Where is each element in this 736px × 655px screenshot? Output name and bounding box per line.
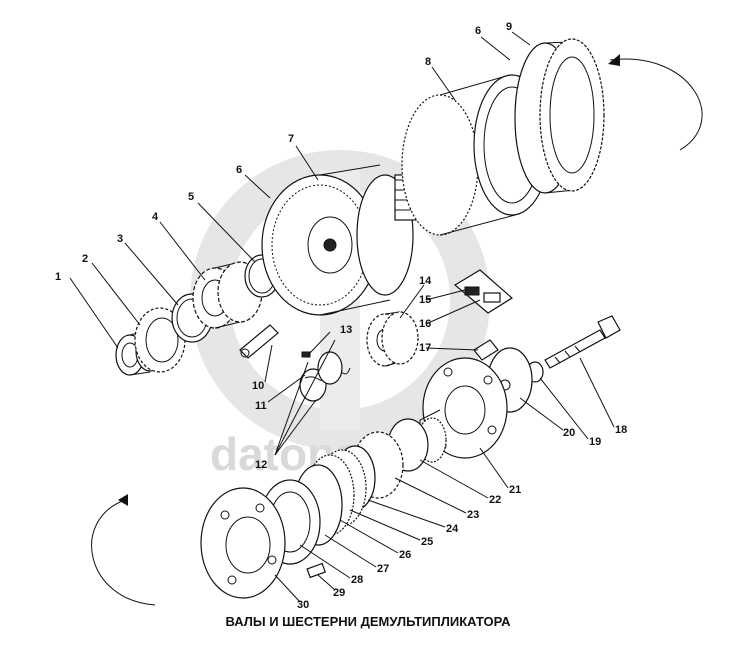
- callout-23: 23: [467, 509, 479, 521]
- callout-22: 22: [489, 494, 501, 506]
- callout-8: 8: [425, 56, 431, 68]
- callout-13: 13: [340, 324, 352, 336]
- callout-30: 30: [297, 599, 309, 611]
- callout-6: 6: [236, 164, 242, 176]
- part-17-block: [473, 339, 499, 361]
- part-9-ring-gear: [514, 38, 605, 194]
- part-15-16-assembly: [453, 269, 514, 314]
- callout-12: 12: [255, 459, 267, 471]
- part-12-pin: [301, 351, 311, 358]
- callouts: 1 2 3 4 5 6 6 7 8 9 10 11 12 13 14 15 16…: [55, 21, 627, 611]
- callout-26: 26: [399, 549, 411, 561]
- part-10-pin: [239, 324, 279, 359]
- callout-3: 3: [117, 233, 123, 245]
- callout-5: 5: [188, 191, 194, 203]
- callout-21: 21: [509, 484, 521, 496]
- callout-27: 27: [377, 563, 389, 575]
- part-30-plate: [200, 487, 286, 599]
- rotation-arrow-top: [608, 54, 703, 151]
- callout-6-upper: 6: [475, 25, 481, 37]
- callout-1: 1: [55, 271, 61, 283]
- callout-9: 9: [506, 21, 512, 33]
- part-11-spring: [299, 351, 351, 402]
- callout-16: 16: [419, 318, 431, 330]
- part-29-bolt: [306, 562, 326, 579]
- callout-29: 29: [333, 587, 345, 599]
- callout-18: 18: [615, 424, 627, 436]
- callout-11: 11: [255, 400, 267, 412]
- diagram-caption: ВАЛЫ И ШЕСТЕРНИ ДЕМУЛЬТИПЛИКАТОРА: [225, 614, 511, 629]
- rotation-arrow-bottom: [91, 494, 156, 606]
- callout-25: 25: [421, 536, 433, 548]
- callout-4: 4: [152, 211, 159, 223]
- callout-19: 19: [589, 436, 601, 448]
- callout-28: 28: [351, 574, 363, 586]
- callout-10: 10: [252, 380, 264, 392]
- part-7-carrier: [261, 164, 446, 316]
- callout-15: 15: [419, 294, 431, 306]
- callout-17: 17: [419, 342, 431, 354]
- part-14-gear: [366, 311, 419, 367]
- part-8-drum: [401, 74, 551, 236]
- callout-7: 7: [288, 133, 294, 145]
- callout-24: 24: [446, 523, 459, 535]
- callout-20: 20: [563, 427, 575, 439]
- callout-2: 2: [82, 253, 88, 265]
- callout-14: 14: [419, 275, 432, 287]
- part-18-bolt: [544, 315, 621, 369]
